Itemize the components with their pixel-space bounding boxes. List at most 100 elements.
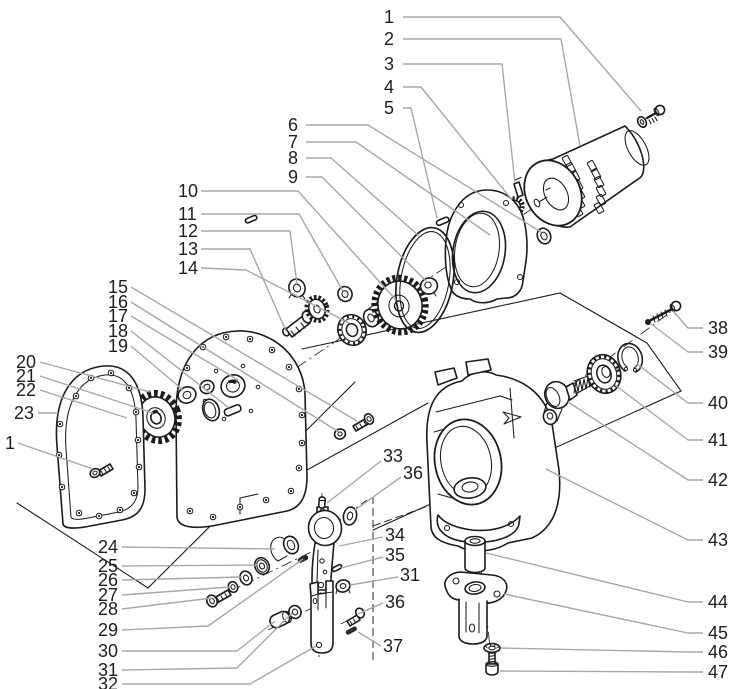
callout-number: 1 — [5, 433, 15, 453]
gear-hub-nut — [419, 277, 439, 297]
leader-line — [326, 460, 382, 504]
callout-number: 10 — [178, 181, 198, 201]
callout-number: 2 — [384, 29, 394, 49]
gearbox-cover-plate — [55, 365, 146, 529]
callout-41: 41 — [614, 384, 728, 450]
leader-line — [567, 401, 703, 481]
slider-yoke — [309, 580, 334, 654]
leader-line — [306, 176, 427, 282]
leader-line — [672, 310, 703, 329]
callout-number: 41 — [708, 430, 728, 450]
callout-number: 9 — [288, 167, 298, 187]
leader-line — [306, 157, 420, 237]
leader-line — [499, 670, 703, 673]
callout-number: 30 — [98, 641, 118, 661]
leader-line — [306, 141, 491, 236]
leader-line — [121, 558, 304, 631]
leader-line — [121, 597, 213, 610]
callout-10: 10 — [178, 181, 397, 301]
leader-line — [201, 230, 298, 285]
electric-motor — [523, 125, 650, 228]
callout-number: 33 — [383, 446, 403, 466]
callout-number: 6 — [288, 115, 298, 135]
callout-number: 24 — [98, 537, 118, 557]
leader-line — [39, 375, 154, 414]
washer-25 — [253, 556, 271, 576]
dowel-pin-b — [244, 214, 258, 224]
leader-line — [545, 468, 703, 541]
callout-15: 15 — [108, 277, 358, 422]
leader-line — [39, 389, 128, 419]
callout-number: 4 — [384, 77, 394, 97]
leader-line — [649, 322, 703, 353]
leader-line — [130, 345, 184, 391]
callout-number: 3 — [384, 54, 394, 74]
pump-mount — [444, 571, 508, 645]
callout-number: 44 — [708, 592, 728, 612]
callout-4: 4 — [384, 77, 513, 201]
cover-screw — [89, 463, 114, 479]
o-ring-gasket — [395, 226, 455, 334]
leader-line — [121, 576, 243, 581]
leader-line — [357, 631, 382, 647]
leader-line — [130, 330, 230, 409]
leader-line — [403, 63, 516, 184]
callout-36: 36 — [354, 463, 423, 511]
callout-38: 38 — [672, 310, 728, 338]
callout-number: 16 — [108, 292, 128, 312]
callout-47: 47 — [499, 662, 728, 682]
leader-line — [340, 556, 384, 569]
callout-22: 22 — [16, 380, 128, 419]
washer-small — [337, 285, 353, 303]
leader-line — [485, 552, 703, 603]
callout-number: 8 — [288, 148, 298, 168]
callout-number: 26 — [98, 570, 118, 590]
leader-line — [121, 612, 293, 671]
callout-number: 31 — [400, 565, 420, 585]
shaft-nut — [288, 278, 306, 300]
connecting-rod — [307, 506, 343, 591]
leader-line — [349, 576, 399, 586]
leader-line — [121, 586, 231, 596]
bearing-screw — [649, 300, 682, 323]
groove-pin — [645, 319, 651, 325]
lock-washer — [483, 642, 501, 654]
callout-12: 12 — [178, 221, 298, 285]
callout-5: 5 — [384, 98, 438, 219]
callout-number: 12 — [178, 221, 198, 241]
inset-boundary — [372, 497, 429, 660]
callout-43: 43 — [545, 468, 728, 550]
callout-6: 6 — [288, 115, 542, 233]
callout-13: 13 — [178, 239, 287, 332]
callout-number: 23 — [14, 403, 34, 423]
leader-line — [500, 647, 703, 653]
callout-number: 40 — [708, 393, 728, 413]
leader-line — [201, 190, 397, 301]
leader-line — [614, 384, 703, 441]
callout-number: 1 — [384, 7, 394, 27]
callout-number: 37 — [383, 636, 403, 656]
callout-number: 31 — [98, 660, 118, 680]
callout-23: 23 — [14, 403, 58, 423]
callout-18: 18 — [108, 321, 230, 409]
leader-line — [121, 564, 259, 567]
callout-3: 3 — [384, 54, 516, 184]
callout-2: 2 — [384, 29, 581, 147]
leader-line — [130, 315, 239, 381]
pin-37 — [345, 626, 357, 635]
callout-number: 43 — [708, 530, 728, 550]
callout-29: 29 — [98, 558, 304, 640]
plate-bolt — [352, 413, 375, 432]
retaining-ring — [617, 342, 644, 373]
callout-42: 42 — [567, 401, 728, 490]
leader-line — [357, 602, 384, 615]
leader-line — [403, 16, 642, 112]
callout-1: 1 — [384, 7, 642, 112]
callout-45: 45 — [503, 593, 728, 643]
callout-20: 20 — [16, 352, 151, 393]
callout-31: 31 — [98, 612, 293, 680]
callout-27: 27 — [98, 585, 231, 605]
callout-19: 19 — [108, 336, 184, 391]
callout-8: 8 — [288, 148, 420, 237]
